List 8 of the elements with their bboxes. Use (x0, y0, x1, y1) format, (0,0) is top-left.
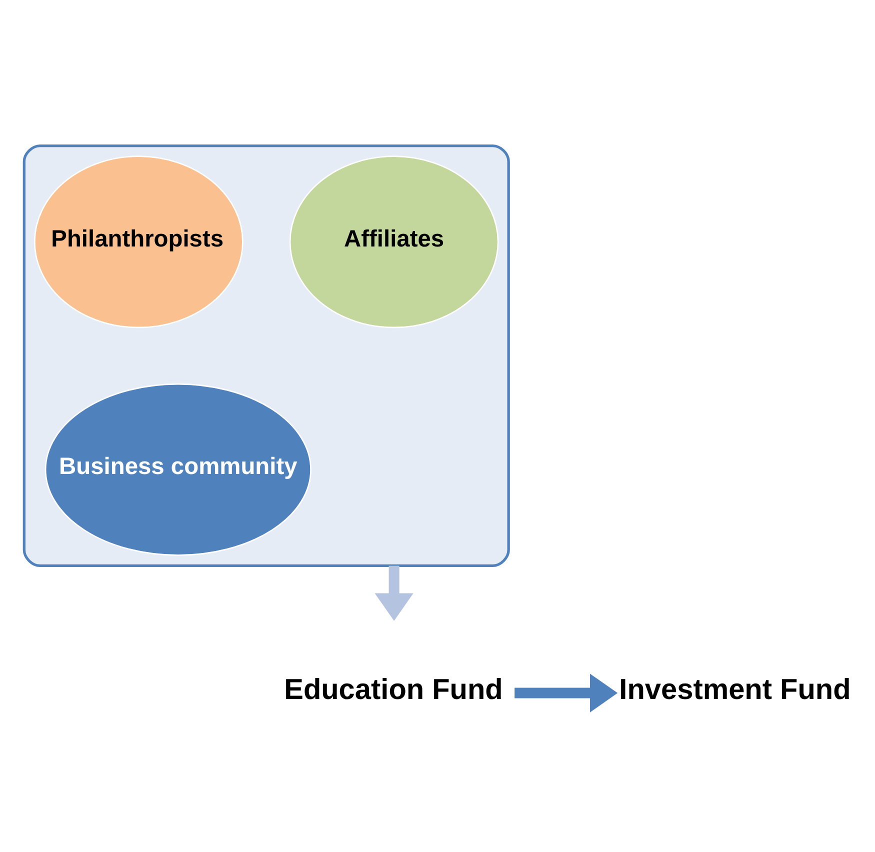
cluster (22, 144, 510, 568)
arrow (514, 674, 618, 712)
arrow (374, 566, 414, 621)
node-ellipse: Business community (44, 383, 312, 556)
node-text: Investment Fund (619, 674, 851, 706)
node-text: Education Fund (284, 674, 503, 706)
node-ellipse: Affiliates (289, 156, 499, 328)
node-ellipse: Philanthropists (34, 156, 244, 328)
